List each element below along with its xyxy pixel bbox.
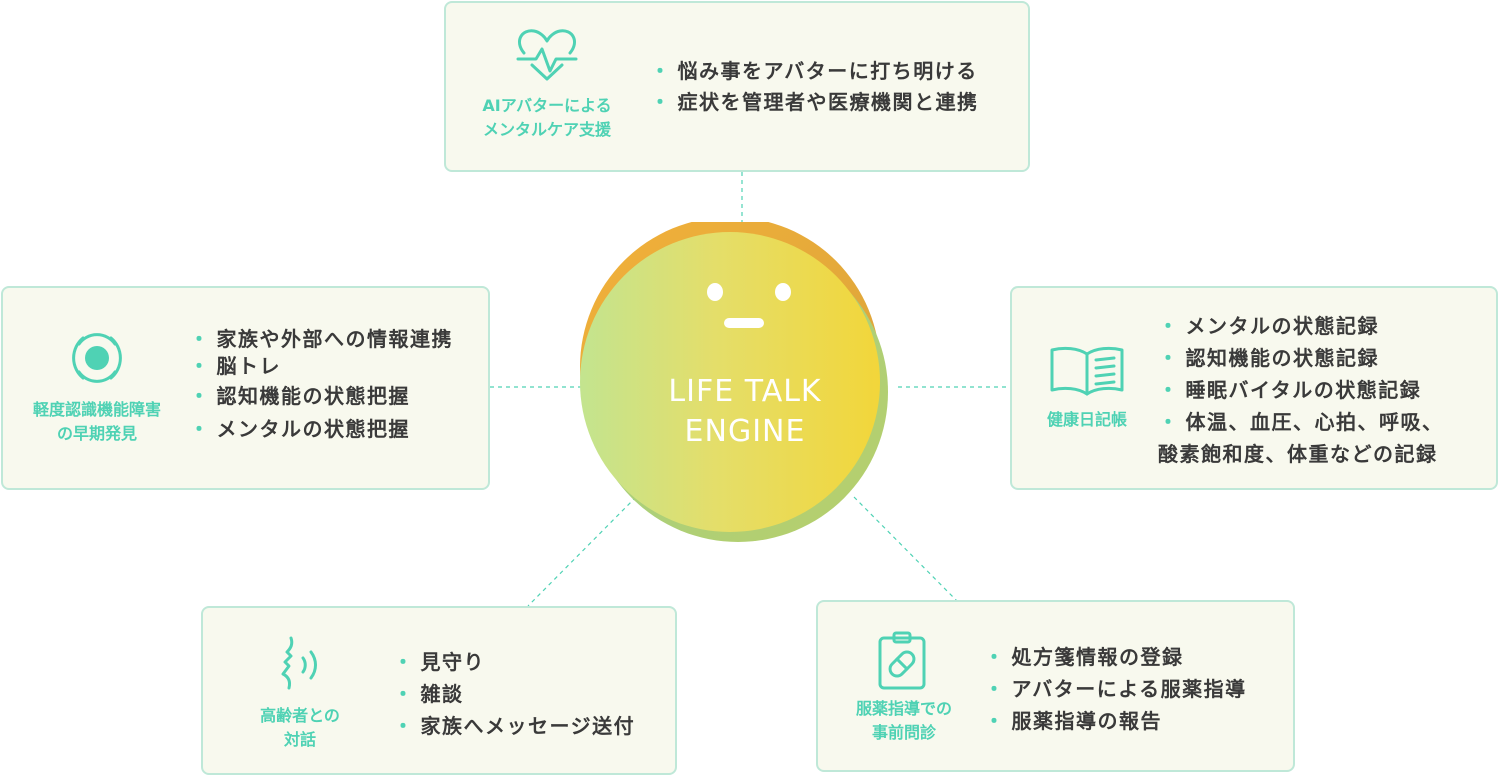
list-item: ・脳トレ [189, 354, 281, 378]
heart-pulse-icon [516, 29, 578, 81]
card-bottom-left-list: ・見守り ・雑談 ・家族へメッセージ送付 [393, 646, 635, 742]
center-title-line1: LIFE TALK [668, 374, 822, 409]
list-item: ・家族や外部への情報連携 [189, 327, 453, 351]
list-item: ・メンタルの状態把握 [189, 417, 410, 441]
card-bottom-left-caption: 高齢者との 対話 [223, 704, 377, 752]
list-item: ・睡眠バイタルの状態記録 [1158, 378, 1422, 402]
caption-line2: 事前問診 [871, 723, 936, 742]
card-mci-early-detection: 軽度認識機能障害 の早期発見 ・家族や外部への情報連携 ・脳トレ ・認知機能の状… [1, 286, 490, 490]
list-item: ・認知機能の状態把握 [189, 384, 410, 408]
list-item: ・家族へメッセージ送付 [393, 714, 636, 738]
caption-line1: AIアバターによる [482, 96, 612, 115]
list-item: ・見守り [393, 650, 485, 674]
list-item: ・体温、血圧、心拍、呼吸、 [1158, 410, 1444, 434]
card-left-caption: 軽度認識機能障害 の早期発見 [9, 398, 185, 446]
caption-line1: 健康日記帳 [1046, 410, 1127, 429]
caption-line2: の早期発見 [56, 424, 137, 443]
caption-line1: 軽度認識機能障害 [32, 400, 161, 419]
card-bottom-right-list: ・処方箋情報の登録 ・アバターによる服薬指導 ・服薬指導の報告 [984, 641, 1247, 737]
caption-line2: 対話 [283, 730, 316, 749]
connector-bottom-left [527, 496, 637, 607]
speaking-face-icon [281, 636, 317, 690]
list-item: ・処方箋情報の登録 [984, 645, 1184, 669]
center-title-line2: ENGINE [684, 414, 806, 449]
list-item: ・悩み事をアバターに打ち明ける [650, 59, 978, 83]
card-elderly-conversation: 高齢者との 対話 ・見守り ・雑談 ・家族へメッセージ送付 [201, 606, 677, 775]
card-right-list: ・メンタルの状態記録 ・認知機能の状態記録 ・睡眠バイタルの状態記録 ・体温、血… [1158, 310, 1444, 470]
list-item: ・認知機能の状態記録 [1158, 346, 1379, 370]
caption-line1: 服薬指導での [855, 699, 952, 718]
life-talk-engine-emblem [580, 222, 888, 542]
medicine-clipboard-icon [878, 631, 926, 690]
caption-line2: メンタルケア支援 [482, 120, 611, 139]
card-top-list: ・悩み事をアバターに打ち明ける ・症状を管理者や医療機関と連携 [650, 56, 979, 118]
card-ai-avatar-mental-care: AIアバターによる メンタルケア支援 ・悩み事をアバターに打ち明ける ・症状を管… [444, 1, 1030, 172]
mouth [724, 318, 764, 328]
card-medication-guidance: 服薬指導での 事前問診 ・処方箋情報の登録 ・アバターによる服薬指導 ・服薬指導… [816, 600, 1295, 772]
left-eye [707, 283, 723, 301]
card-left-list: ・家族や外部への情報連携 ・脳トレ ・認知機能の状態把握 ・メンタルの状態把握 [189, 326, 453, 446]
list-item: ・服薬指導の報告 [984, 709, 1162, 733]
card-right-caption: 健康日記帳 [1028, 408, 1146, 432]
right-eye [775, 283, 791, 301]
list-item: ・雑談 [393, 682, 464, 706]
card-health-diary: 健康日記帳 ・メンタルの状態記録 ・認知機能の状態記録 ・睡眠バイタルの状態記録… [1010, 286, 1498, 490]
list-item: ・アバターによる服薬指導 [984, 677, 1247, 701]
center-title: LIFE TALK ENGINE [645, 372, 845, 452]
card-top-caption: AIアバターによる メンタルケア支援 [460, 94, 634, 142]
list-item: ・症状を管理者や医療機関と連携 [650, 90, 979, 114]
list-item: ・メンタルの状態記録 [1158, 314, 1379, 338]
list-item-continuation: 酸素飽和度、体重などの記録 [1158, 442, 1438, 466]
radar-target-icon [72, 333, 122, 383]
open-book-icon [1050, 346, 1124, 396]
connector-bottom-right [853, 496, 959, 603]
caption-line1: 高齢者との [260, 706, 340, 725]
card-bottom-right-caption: 服薬指導での 事前問診 [830, 697, 978, 745]
